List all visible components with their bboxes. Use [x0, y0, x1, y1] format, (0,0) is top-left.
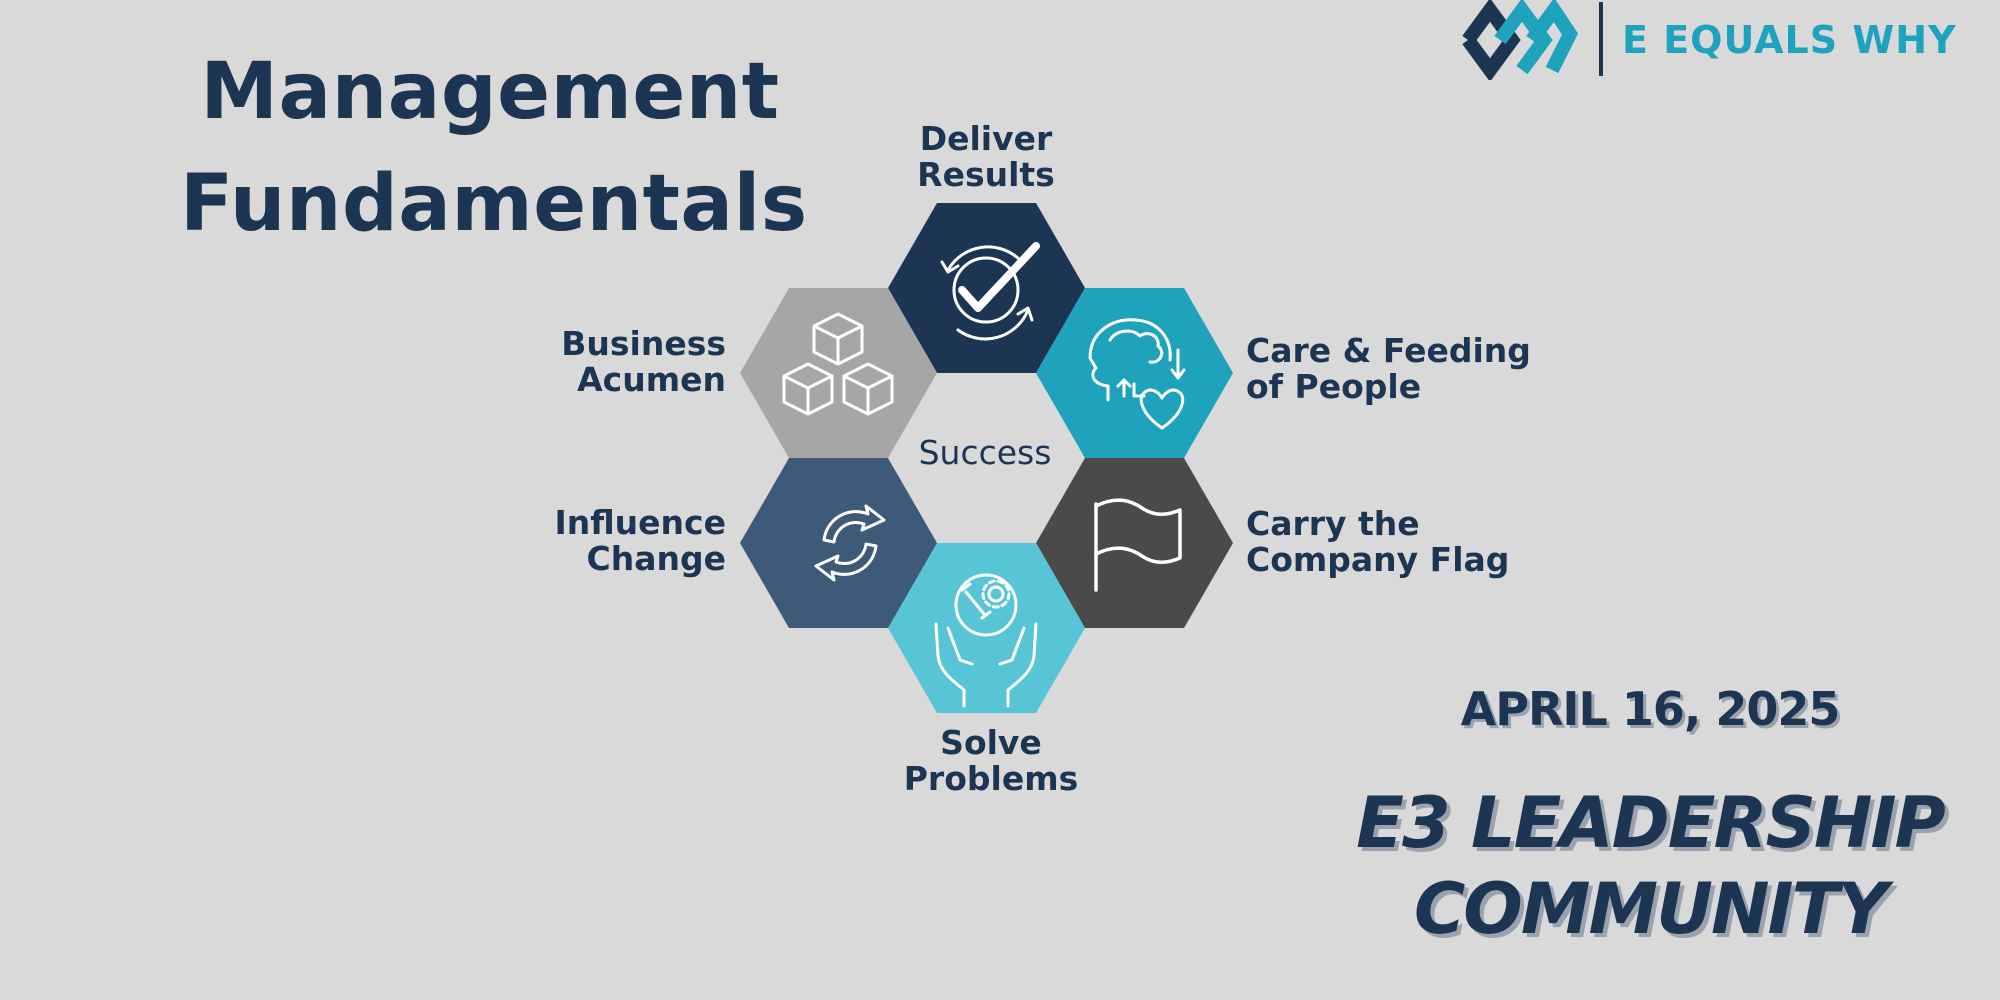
- event-name-line-1: E3 LEADERSHIP: [1356, 782, 1946, 864]
- center-label: Success: [918, 433, 1052, 472]
- label-company-flag: Carry the Company Flag: [1246, 506, 1509, 578]
- event-date: APRIL 16, 2025: [1460, 682, 1841, 736]
- hex-influence-change: [740, 458, 937, 628]
- hex-company-flag: [1036, 458, 1233, 628]
- label-line-2: Problems: [903, 759, 1079, 798]
- label-solve-problems: Solve Problems: [886, 725, 1096, 797]
- head-heart-icon: [1088, 318, 1186, 430]
- title-line-2: Fundamentals: [180, 159, 808, 249]
- event-name-line-2: COMMUNITY: [1413, 868, 1888, 950]
- label-business-acumen: Business Acumen: [486, 326, 726, 398]
- hands-gear-icon: [934, 573, 1038, 708]
- label-line-1: Care & Feeding: [1246, 331, 1531, 370]
- hex-care-feeding: [1036, 288, 1233, 458]
- title-line-1: Management: [200, 47, 780, 137]
- logo-text: E EQUALS WHY: [1622, 18, 1957, 62]
- label-line-2: Acumen: [577, 360, 726, 399]
- flag-icon: [1094, 498, 1182, 592]
- hex-solve-problems: [888, 543, 1085, 713]
- label-line-1: Carry the: [1246, 504, 1420, 543]
- label-care-feeding: Care & Feeding of People: [1246, 333, 1531, 405]
- hex-business-acumen: [740, 288, 937, 458]
- label-line-1: Business: [561, 324, 726, 363]
- label-line-2: Change: [586, 539, 726, 578]
- label-deliver-results: Deliver Results: [886, 121, 1086, 193]
- logo-text-part-2: WHY: [1852, 18, 1957, 62]
- e-equals-why-logo-icon: [1462, 0, 1579, 80]
- label-line-1: Solve: [940, 723, 1042, 762]
- page-title: Management Fundamentals: [180, 36, 808, 260]
- company-logo: E EQUALS WHY: [1460, 0, 1980, 80]
- label-line-1: Deliver: [919, 119, 1053, 158]
- logo-divider: [1599, 2, 1603, 76]
- label-line-2: of People: [1246, 367, 1422, 406]
- cubes-icon: [782, 312, 894, 416]
- label-influence-change: Influence Change: [486, 505, 726, 577]
- refresh-arrows-icon: [814, 504, 886, 582]
- check-cycle-icon: [940, 242, 1040, 341]
- logo-text-part-1: E EQUALS: [1622, 18, 1839, 62]
- label-line-2: Company Flag: [1246, 540, 1510, 579]
- label-line-1: Influence: [554, 503, 726, 542]
- label-line-2: Results: [917, 155, 1055, 194]
- event-name: E3 LEADERSHIP COMMUNITY: [1340, 780, 1960, 952]
